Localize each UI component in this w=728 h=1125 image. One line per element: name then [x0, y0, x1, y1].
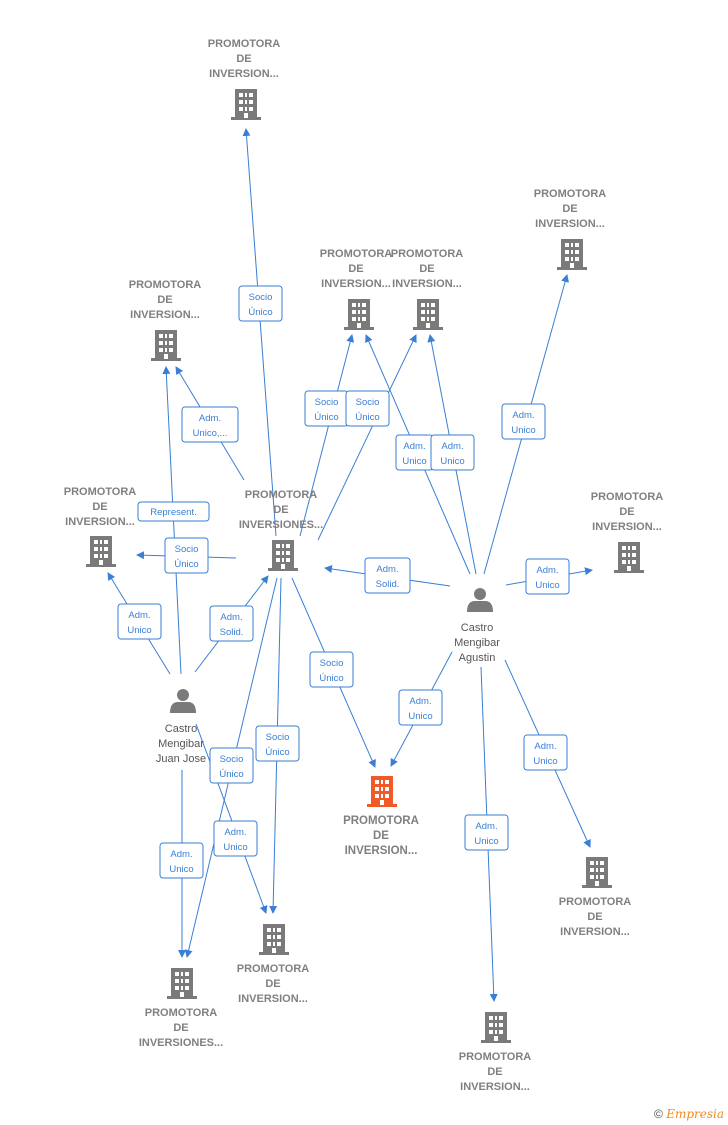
svg-text:Adm.Solid.: Adm.Solid. — [220, 612, 244, 638]
company-node[interactable] — [413, 299, 443, 330]
building-icon — [268, 540, 298, 571]
edge-label[interactable]: Adm.Unico — [398, 689, 443, 726]
company-node[interactable] — [481, 1012, 511, 1043]
edge-line — [195, 723, 268, 914]
svg-text:Adm.Unico: Adm.Unico — [402, 441, 426, 467]
edge-label[interactable]: Adm.Unico,... — [181, 406, 239, 443]
building-icon — [367, 776, 397, 807]
edge-label[interactable]: Adm.Unico — [117, 603, 162, 640]
svg-text:Adm.Solid.: Adm.Solid. — [376, 564, 400, 590]
edge-label[interactable]: Adm.Unico — [159, 842, 204, 879]
building-icon — [582, 857, 612, 888]
edge-line — [317, 334, 417, 541]
svg-text:Adm.Unico,...: Adm.Unico,... — [193, 413, 228, 439]
svg-text:Adm.Unico: Adm.Unico — [474, 821, 498, 847]
svg-text:Adm.Unico: Adm.Unico — [223, 827, 247, 853]
building-icon — [344, 299, 374, 330]
brand-logo[interactable]: Empresia — [666, 1107, 724, 1121]
edge-label[interactable]: Adm.Unico — [213, 820, 258, 857]
company-node[interactable] — [231, 89, 261, 120]
svg-text:Adm.Unico: Adm.Unico — [127, 610, 151, 636]
svg-text:Adm.Unico: Adm.Unico — [169, 849, 193, 875]
building-icon — [259, 924, 289, 955]
building-icon — [481, 1012, 511, 1043]
building-icon — [231, 89, 261, 120]
edge-label[interactable]: Adm.Unico — [501, 403, 546, 440]
main-company-node[interactable] — [367, 776, 397, 807]
building-icon — [151, 330, 181, 361]
edge-label[interactable]: Adm.Solid. — [209, 605, 254, 642]
company-node[interactable] — [268, 540, 298, 571]
svg-text:Adm.Unico: Adm.Unico — [440, 441, 464, 467]
building-icon — [413, 299, 443, 330]
edge-label[interactable]: Adm.Unico — [464, 814, 509, 851]
edge-label[interactable]: Adm.Unico — [395, 434, 434, 471]
person-node[interactable] — [170, 689, 196, 713]
edge-line — [242, 128, 277, 537]
building-icon — [86, 536, 116, 567]
company-node[interactable] — [86, 536, 116, 567]
edge-label[interactable]: Adm.Solid. — [364, 557, 411, 594]
person-node[interactable] — [467, 588, 493, 612]
company-node[interactable] — [259, 924, 289, 955]
company-node[interactable] — [582, 857, 612, 888]
edge-label[interactable]: Adm.Unico — [430, 434, 475, 471]
company-node[interactable] — [614, 542, 644, 573]
svg-text:Adm.Unico: Adm.Unico — [511, 410, 535, 436]
edge-label[interactable]: Represent. — [137, 501, 210, 522]
company-node[interactable] — [344, 299, 374, 330]
building-icon — [167, 968, 197, 999]
person-icon — [467, 588, 493, 612]
edge-label[interactable]: Adm.Unico — [523, 734, 568, 771]
edge-label[interactable]: Adm.Unico — [525, 558, 570, 595]
copyright: © Empresia — [654, 1107, 724, 1121]
company-node[interactable] — [167, 968, 197, 999]
company-node[interactable] — [151, 330, 181, 361]
building-icon — [614, 542, 644, 573]
company-node[interactable] — [557, 239, 587, 270]
person-icon — [170, 689, 196, 713]
svg-text:Adm.Unico: Adm.Unico — [533, 741, 557, 767]
building-icon — [557, 239, 587, 270]
svg-text:Represent.: Represent. — [150, 507, 196, 518]
svg-text:Adm.Unico: Adm.Unico — [535, 565, 559, 591]
svg-text:Adm.Unico: Adm.Unico — [408, 696, 432, 722]
copyright-symbol: © — [654, 1107, 663, 1121]
edge-line — [299, 334, 355, 537]
